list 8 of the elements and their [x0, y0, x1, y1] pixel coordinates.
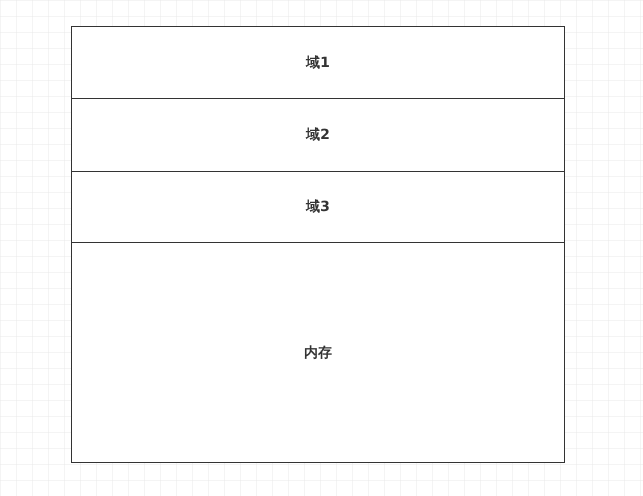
memory-region-box: [71, 171, 565, 243]
memory-region-box: [71, 26, 565, 99]
region-label: 域3: [306, 198, 330, 216]
region-label: 内存: [304, 344, 332, 362]
region-label: 域1: [306, 54, 330, 72]
memory-region-box: [71, 242, 565, 463]
region-label: 域2: [306, 126, 330, 144]
memory-region-box: [71, 98, 565, 172]
